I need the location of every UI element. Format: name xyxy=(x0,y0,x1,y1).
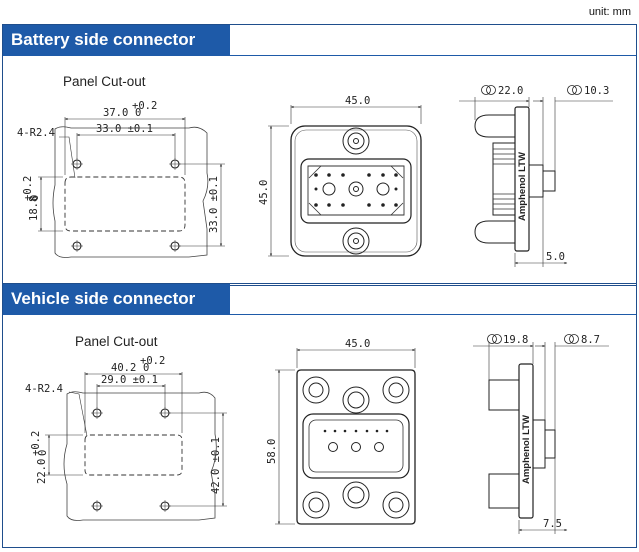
battery-brand: Amphenol LTW xyxy=(517,152,528,221)
vehicle-cutout-panel xyxy=(63,391,217,521)
battery-banner: Battery side connector xyxy=(3,25,230,55)
vehicle-front-width: 45.0 xyxy=(345,338,370,350)
vehicle-dim-height-opening-tol-upper: +0.2 xyxy=(30,431,42,456)
unit-label: unit: mm xyxy=(588,6,631,18)
vehicle-cutout-holes xyxy=(92,408,170,511)
battery-dim-radius: 4-R2.4 xyxy=(17,127,55,139)
vehicle-section: Vehicle side connector Panel Cut-out xyxy=(2,283,637,548)
vehicle-side-dia-small: 8.7 xyxy=(581,334,600,346)
battery-dim-width-outer-tol-lower: 0 xyxy=(135,107,141,119)
battery-front-height: 45.0 xyxy=(258,180,270,205)
vehicle-dim-hole-pitch-x: 29.0 ±0.1 xyxy=(101,374,158,386)
battery-cutout-opening xyxy=(64,176,186,232)
vehicle-brand: Amphenol LTW xyxy=(521,415,532,484)
vehicle-dim-radius: 4-R2.4 xyxy=(25,383,63,395)
battery-section: Battery side connector Panel Cut-out xyxy=(2,24,637,286)
vehicle-dim-width-outer-tol-lower: 0 xyxy=(143,362,149,374)
vehicle-drawing: Panel Cut-out xyxy=(25,334,609,534)
battery-drawing: Panel Cut-out xyxy=(17,74,613,267)
vehicle-front-view: 45.0 58.0 xyxy=(266,338,416,525)
vehicle-dim-width-outer: 40.2 xyxy=(111,362,136,374)
vehicle-dim-height-opening-tol-lower: 0 xyxy=(37,450,49,456)
vehicle-side-view: Amphenol LTW 19.8 8.7 7.5 xyxy=(473,334,609,534)
battery-side-dia-small: 10.3 xyxy=(584,85,609,97)
battery-cutout: Panel Cut-out xyxy=(17,74,225,258)
battery-dim-height-opening-tol-upper: +0.2 xyxy=(22,176,34,201)
vehicle-dim-width-outer-tol-upper: +0.2 xyxy=(140,355,165,367)
battery-dim-height-opening: 18.8 xyxy=(28,196,40,221)
battery-dim-hole-pitch-x: 33.0 ±0.1 xyxy=(96,123,153,135)
vehicle-cutout-opening xyxy=(84,434,183,476)
battery-cutout-title: Panel Cut-out xyxy=(63,74,146,89)
battery-front-view: 45.0 45.0 xyxy=(258,95,422,257)
vehicle-front-height: 58.0 xyxy=(266,439,278,464)
vehicle-side-depth: 7.5 xyxy=(543,518,562,530)
vehicle-cutout-title: Panel Cut-out xyxy=(75,334,158,349)
battery-dim-height-opening-tol-lower: 0 xyxy=(29,195,41,201)
battery-cutout-panel xyxy=(52,126,209,258)
vehicle-banner-rule xyxy=(3,314,636,315)
battery-dim-width-outer: 37.0 xyxy=(103,107,128,119)
battery-banner-rule xyxy=(3,55,636,56)
battery-front-width: 45.0 xyxy=(345,95,370,107)
battery-cutout-holes xyxy=(72,159,180,251)
vehicle-cutout: Panel Cut-out xyxy=(25,334,227,521)
battery-dim-hole-pitch-y: 33.0 ±0.1 xyxy=(208,176,220,233)
battery-dim-width-outer-tol-upper: +0.2 xyxy=(132,100,157,112)
vehicle-dim-hole-pitch-y: 42.0 ±0.1 xyxy=(210,437,222,494)
vehicle-dim-height-opening: 22.0 xyxy=(36,459,48,484)
battery-side-dia-large: 22.0 xyxy=(498,85,523,97)
vehicle-banner: Vehicle side connector xyxy=(3,284,230,314)
vehicle-side-dia-large: 19.8 xyxy=(503,334,528,346)
battery-side-depth: 5.0 xyxy=(546,251,565,263)
battery-side-view: Amphenol LTW 2 xyxy=(459,85,613,267)
